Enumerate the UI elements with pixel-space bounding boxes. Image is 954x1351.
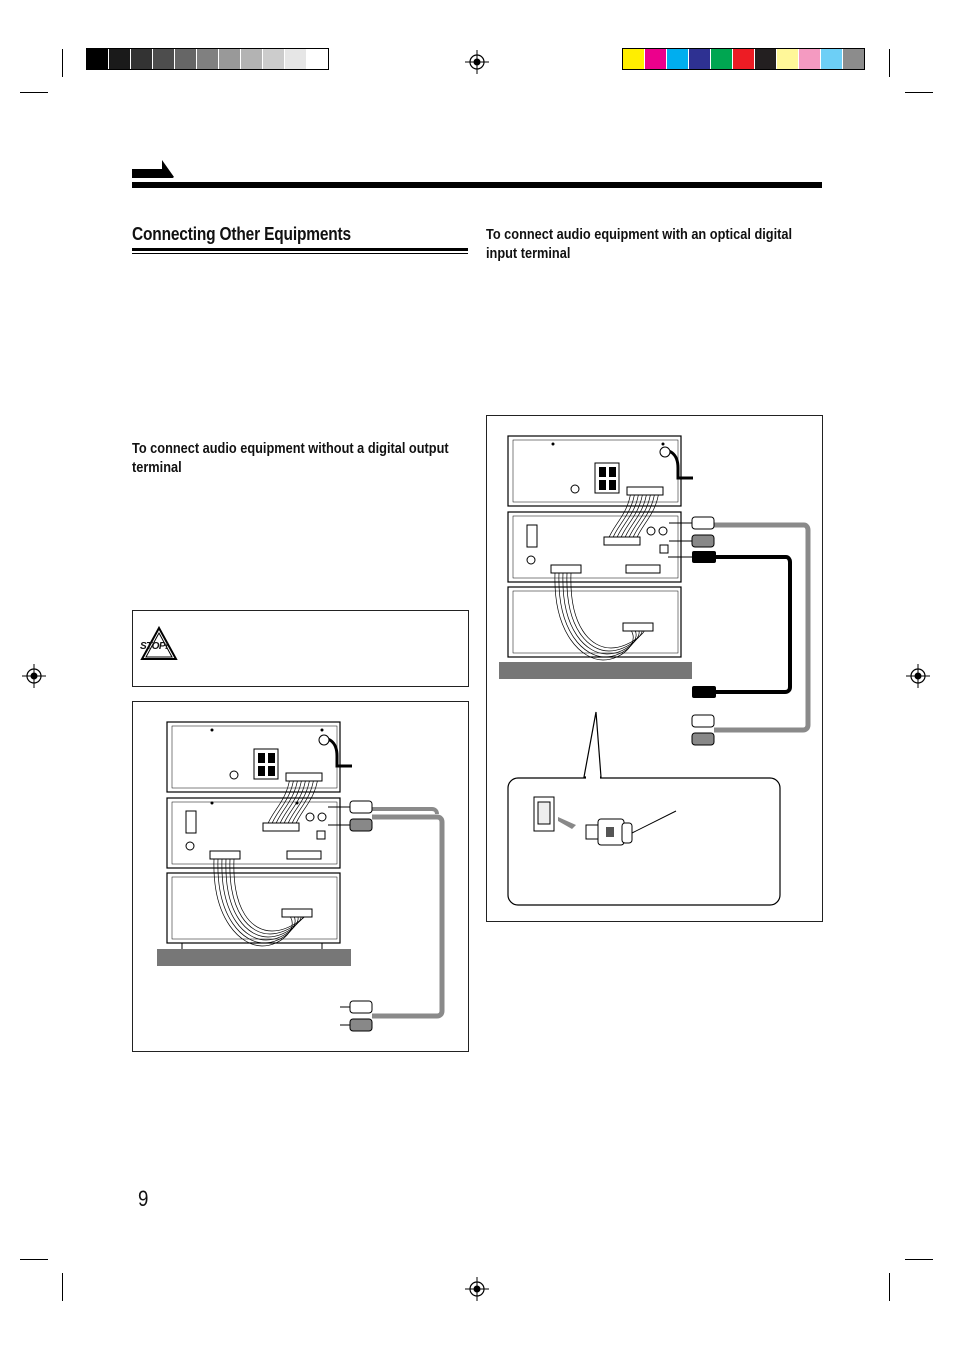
title-underline [132,253,468,254]
calibration-swatch [87,49,109,69]
analog-connection-diagram [157,721,445,1032]
calibration-swatch [153,49,175,69]
calibration-swatch [623,49,645,69]
grayscale-calibration-bar [86,48,329,70]
calibration-swatch [689,49,711,69]
section-title: Connecting Other Equipments [132,224,351,244]
calibration-swatch [285,49,307,69]
calibration-swatch [219,49,241,69]
crop-mark [20,92,48,93]
calibration-swatch [175,49,197,69]
crop-mark [889,1273,890,1301]
crop-mark [905,92,933,93]
calibration-swatch [843,49,864,69]
optical-connection-diagram [499,435,811,906]
registration-mark-icon [465,50,489,74]
caution-box: STOP! [132,610,469,687]
calibration-swatch [799,49,821,69]
stop-label: STOP! [140,641,168,652]
header-rule [132,160,822,188]
calibration-swatch [197,49,219,69]
calibration-swatch [307,49,328,69]
registration-mark-icon [906,664,930,688]
calibration-swatch [667,49,689,69]
calibration-swatch [821,49,843,69]
registration-mark-icon [465,1277,489,1301]
calibration-swatch [777,49,799,69]
crop-mark [905,1259,933,1260]
crop-mark [62,49,63,77]
calibration-swatch [131,49,153,69]
calibration-swatch [755,49,777,69]
subheading-no-digital: To connect audio equipment without a dig… [132,441,449,476]
calibration-swatch [109,49,131,69]
title-underline [132,248,468,251]
subheading-optical: To connect audio equipment with an optic… [486,227,793,262]
calibration-swatch [241,49,263,69]
calibration-swatch [263,49,285,69]
registration-mark-icon [22,664,46,688]
page-number: 9 [138,1186,149,1211]
crop-mark [889,49,890,77]
color-calibration-bar [622,48,865,70]
crop-mark [62,1273,63,1301]
calibration-swatch [711,49,733,69]
calibration-swatch [733,49,755,69]
crop-mark [20,1259,48,1260]
calibration-swatch [645,49,667,69]
optical-plug-icon [585,810,677,846]
warning-triangle-icon [140,625,178,660]
